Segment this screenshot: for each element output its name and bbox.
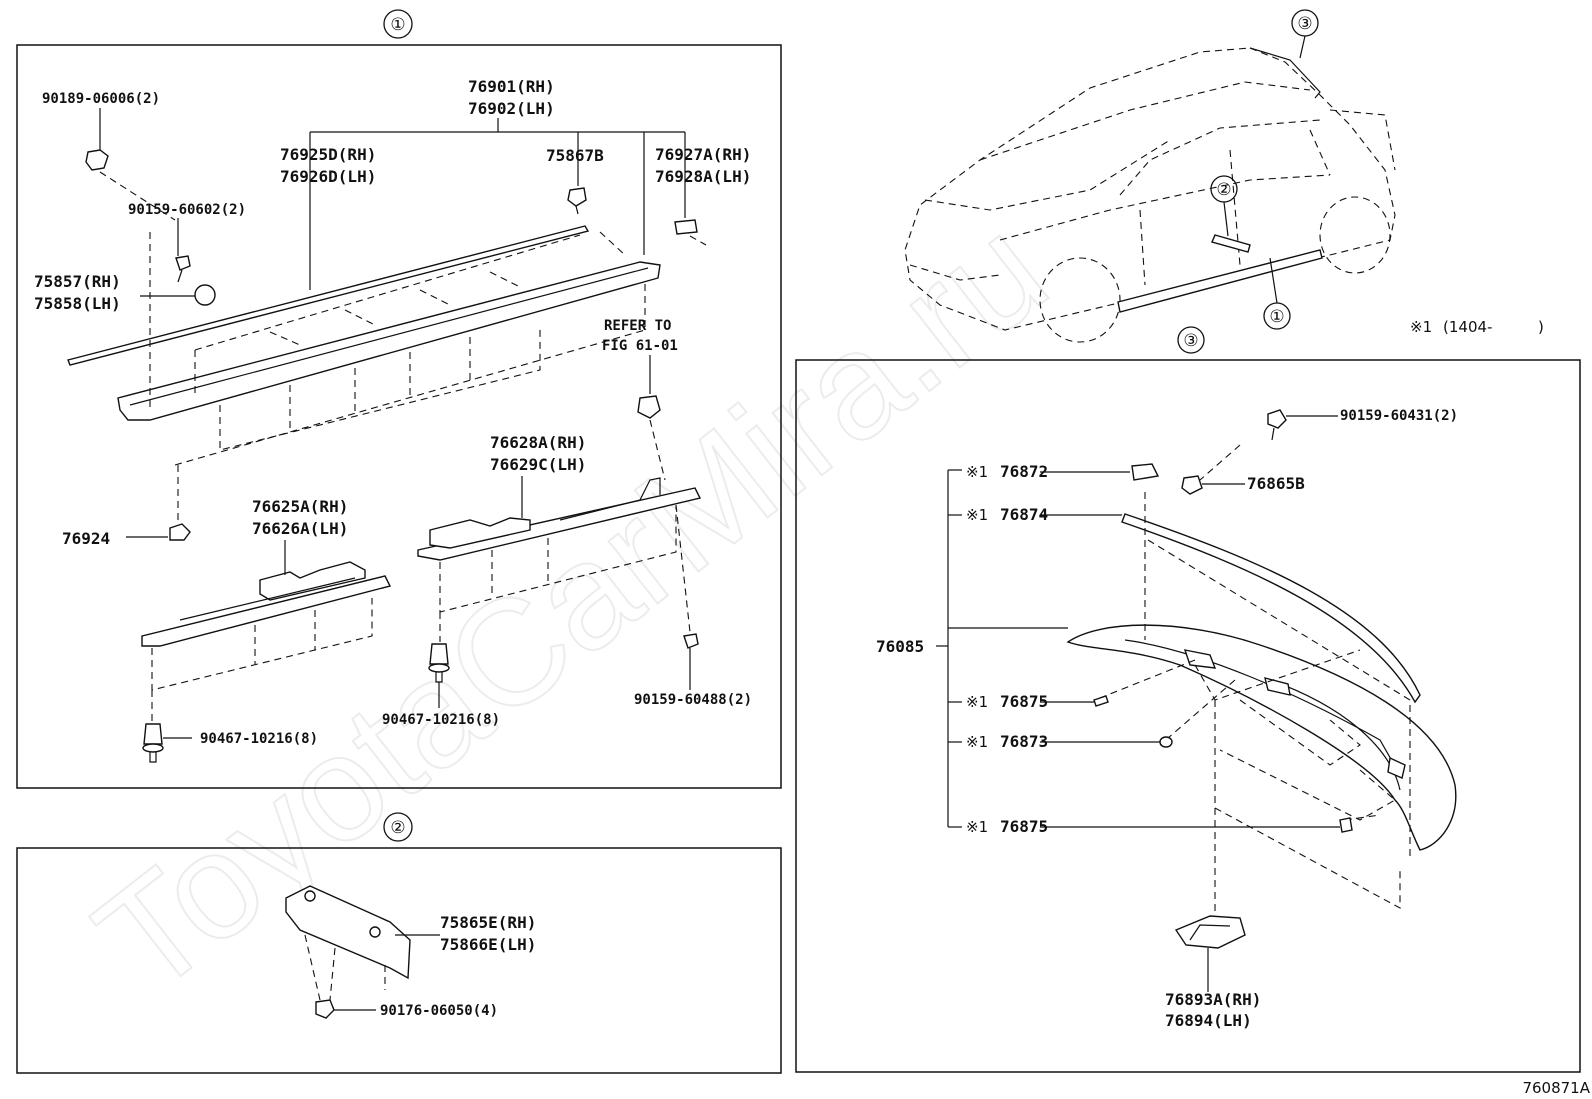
section-2-marker: ② bbox=[383, 812, 413, 842]
spoiler-dash-lines bbox=[1094, 444, 1411, 915]
tape-76875-lower bbox=[1040, 817, 1353, 833]
label-fig-61-01: FIG 61-01 bbox=[602, 338, 678, 354]
screw-90159-60488 bbox=[675, 504, 699, 690]
label-76629C: 76629C(LH) bbox=[490, 455, 586, 474]
mark-76875-upper: ※1 bbox=[966, 693, 988, 711]
car-callout-1: ① bbox=[1263, 257, 1291, 330]
pad-76872 bbox=[1040, 463, 1160, 481]
date-note-mark: ※1 bbox=[1410, 318, 1432, 336]
label-90159-60602: 90159-60602(2) bbox=[128, 202, 246, 218]
tape-76875-upper bbox=[1040, 695, 1109, 707]
label-76925D: 76925D(RH) bbox=[280, 145, 376, 164]
bracket-76901 bbox=[309, 118, 686, 290]
bolt-90467-mid bbox=[428, 612, 450, 708]
car-callout-3-top: ③ bbox=[1291, 9, 1319, 59]
bracket-76628A bbox=[417, 476, 702, 613]
label-90189: 90189-06006(2) bbox=[42, 91, 160, 107]
label-76872: 76872 bbox=[1000, 462, 1048, 481]
bracket-76625A bbox=[141, 540, 392, 691]
diagram-code: 760871A bbox=[1522, 1079, 1590, 1097]
svg-text:③: ③ bbox=[1297, 14, 1312, 34]
label-76924: 76924 bbox=[62, 529, 110, 548]
label-75857: 75857(RH) bbox=[34, 272, 121, 291]
mark-76875-lower: ※1 bbox=[966, 818, 988, 836]
clip-75867B bbox=[567, 187, 587, 215]
mark-76874: ※1 bbox=[966, 506, 988, 524]
label-75867B: 75867B bbox=[546, 146, 604, 165]
bolt-90467-left bbox=[142, 690, 192, 763]
car-sill-pad bbox=[1211, 234, 1251, 253]
section-2-number: ② bbox=[390, 818, 405, 838]
mark-76873: ※1 bbox=[966, 733, 988, 751]
car-callout-2: ② bbox=[1210, 175, 1238, 237]
car-callout-3-bottom: ③ bbox=[1177, 326, 1205, 354]
label-76926D: 76926D(LH) bbox=[280, 167, 376, 186]
svg-text:①: ① bbox=[1269, 307, 1284, 327]
svg-text:③: ③ bbox=[1183, 331, 1198, 351]
label-75858: 75858(LH) bbox=[34, 294, 121, 313]
label-76927A: 76927A(RH) bbox=[655, 145, 751, 164]
rear-spoiler-76085 bbox=[1066, 513, 1457, 851]
date-note-text: (1404- bbox=[1443, 318, 1492, 336]
label-76626A: 76626A(LH) bbox=[252, 519, 348, 538]
svg-text:②: ② bbox=[1216, 180, 1231, 200]
clip-76927A bbox=[674, 219, 707, 246]
seal-76874 bbox=[1121, 513, 1421, 704]
section-1-number: ① bbox=[390, 15, 405, 35]
watermark: ToyotaCarMira.ru bbox=[66, 185, 1076, 1026]
date-note-close: ) bbox=[1538, 318, 1544, 336]
moulding-dash-lines bbox=[174, 231, 646, 466]
screw-90159-60602 bbox=[149, 218, 216, 410]
cap-75857 bbox=[194, 284, 216, 306]
label-90159-60431: 90159-60431(2) bbox=[1340, 408, 1458, 424]
bracket-76893A bbox=[1174, 915, 1246, 992]
label-76901: 76901(RH) bbox=[468, 77, 555, 96]
nut-76924 bbox=[126, 465, 191, 541]
clip-76865B bbox=[1181, 475, 1245, 495]
label-76894: 76894(LH) bbox=[1165, 1011, 1252, 1030]
label-90159-60488: 90159-60488(2) bbox=[634, 692, 752, 708]
label-76875-upper: 76875 bbox=[1000, 692, 1048, 711]
screw-90159-60431 bbox=[1267, 409, 1338, 441]
section-1-marker: ① bbox=[383, 9, 413, 39]
label-76865B: 76865B bbox=[1247, 474, 1305, 493]
side-moulding-strip bbox=[67, 225, 661, 421]
sill-pad-75865E bbox=[285, 885, 440, 1001]
label-90176: 90176-06050(4) bbox=[380, 1003, 498, 1019]
label-76928A: 76928A(LH) bbox=[655, 167, 751, 186]
label-90467-left: 90467-10216(8) bbox=[200, 731, 318, 747]
label-76875-lower: 76875 bbox=[1000, 817, 1048, 836]
label-76893A: 76893A(RH) bbox=[1165, 990, 1261, 1009]
clip-refer-fig bbox=[637, 355, 666, 481]
label-76625A: 76625A(RH) bbox=[252, 497, 348, 516]
washer-76873 bbox=[1040, 736, 1173, 748]
label-76085: 76085 bbox=[876, 637, 924, 656]
clip-90189 bbox=[85, 108, 176, 221]
clip-90176 bbox=[315, 999, 376, 1019]
section-1-frame bbox=[16, 44, 782, 789]
label-76873: 76873 bbox=[1000, 732, 1048, 751]
section-3-frame bbox=[795, 359, 1581, 1073]
label-75865E: 75865E(RH) bbox=[440, 913, 536, 932]
mark-76872: ※1 bbox=[966, 463, 988, 481]
label-90467-mid: 90467-10216(8) bbox=[382, 712, 500, 728]
date-note: ※1 (1404- ) bbox=[1410, 318, 1544, 336]
car-side-moulding bbox=[1117, 249, 1323, 313]
section-2-frame bbox=[16, 847, 782, 1074]
label-75866E: 75866E(LH) bbox=[440, 935, 536, 954]
label-76874: 76874 bbox=[1000, 505, 1048, 524]
label-refer-to: REFER TO bbox=[604, 318, 671, 334]
label-76628A: 76628A(RH) bbox=[490, 433, 586, 452]
bracket-tree-76085 bbox=[936, 469, 1122, 828]
label-76902: 76902(LH) bbox=[468, 99, 555, 118]
